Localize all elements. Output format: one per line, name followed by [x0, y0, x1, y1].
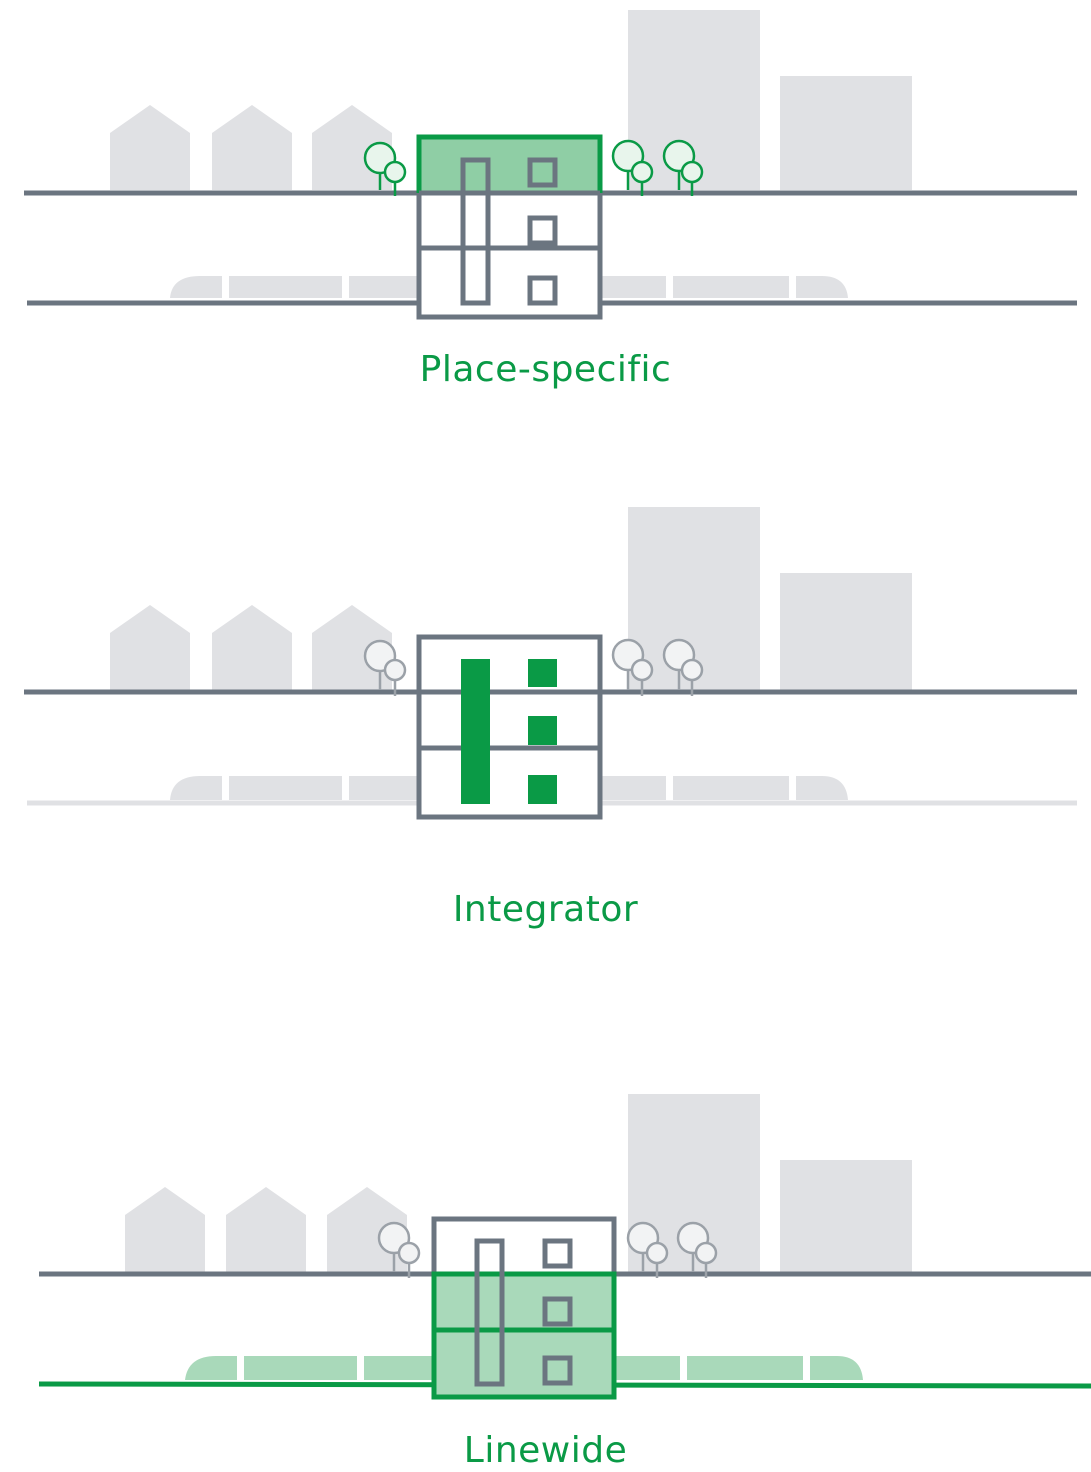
- tree-icon: [680, 160, 704, 184]
- train-car: [673, 276, 789, 298]
- house: [212, 105, 292, 190]
- train-car: [229, 276, 342, 298]
- train-car: [810, 1356, 863, 1380]
- train: [185, 1356, 863, 1380]
- background-buildings: [110, 10, 912, 190]
- window-highlight: [528, 716, 557, 745]
- top-floor-highlight: [419, 137, 600, 193]
- station-building: [416, 634, 603, 820]
- trees-left: [363, 639, 407, 696]
- train-car: [614, 1356, 680, 1380]
- train-car: [349, 276, 419, 298]
- train-car: [170, 276, 222, 298]
- diagram-place-specific: [24, 10, 1077, 320]
- train-car: [244, 1356, 357, 1380]
- trees-right: [626, 1221, 718, 1278]
- tower: [780, 573, 912, 690]
- tree-icon: [383, 658, 407, 682]
- window: [542, 1238, 573, 1269]
- diagram-label-linewide: Linewide: [463, 1430, 628, 1471]
- core-shaft: [460, 157, 491, 306]
- core-shaft: [474, 1238, 505, 1387]
- train-car: [600, 776, 666, 800]
- window-highlight: [528, 775, 557, 804]
- diagram-label-integrator: Integrator: [452, 889, 639, 930]
- tower: [780, 76, 912, 190]
- train-car: [170, 776, 222, 800]
- tree-icon: [694, 1241, 718, 1265]
- diagram-label-place-specific: Place-specific: [419, 349, 672, 390]
- tree-icon: [630, 160, 654, 184]
- window: [527, 215, 558, 246]
- station-building: [416, 134, 603, 320]
- train-car: [600, 276, 666, 298]
- train-car: [185, 1356, 237, 1380]
- station-building: [431, 1216, 617, 1400]
- train: [170, 776, 848, 800]
- diagram-integrator: [24, 507, 1077, 820]
- train-car: [349, 776, 419, 800]
- house: [110, 605, 190, 690]
- train: [170, 276, 848, 298]
- house: [212, 605, 292, 690]
- trees-right: [611, 638, 704, 696]
- window: [527, 157, 558, 188]
- house: [226, 1187, 306, 1273]
- tree-icon: [680, 658, 704, 682]
- trees-right: [611, 139, 704, 196]
- window: [527, 275, 558, 306]
- core-shaft-highlight: [461, 659, 490, 804]
- train-car: [687, 1356, 803, 1380]
- trees-left: [363, 141, 407, 196]
- window: [542, 1355, 573, 1386]
- train-car: [796, 276, 848, 298]
- tower: [780, 1160, 912, 1273]
- window: [542, 1296, 573, 1327]
- train-car: [673, 776, 789, 800]
- house: [110, 105, 190, 190]
- tree-icon: [383, 160, 407, 184]
- tree-icon: [645, 1241, 669, 1265]
- background-buildings: [125, 1094, 912, 1273]
- train-car: [364, 1356, 434, 1380]
- tree-icon: [397, 1241, 421, 1265]
- lower-floors-highlight: [434, 1274, 614, 1397]
- trees-left: [377, 1221, 421, 1278]
- train-car: [229, 776, 342, 800]
- tree-icon: [630, 658, 654, 682]
- train-car: [796, 776, 848, 800]
- diagram-linewide: [38, 1094, 1091, 1400]
- window-highlight: [528, 659, 557, 687]
- house: [125, 1187, 205, 1273]
